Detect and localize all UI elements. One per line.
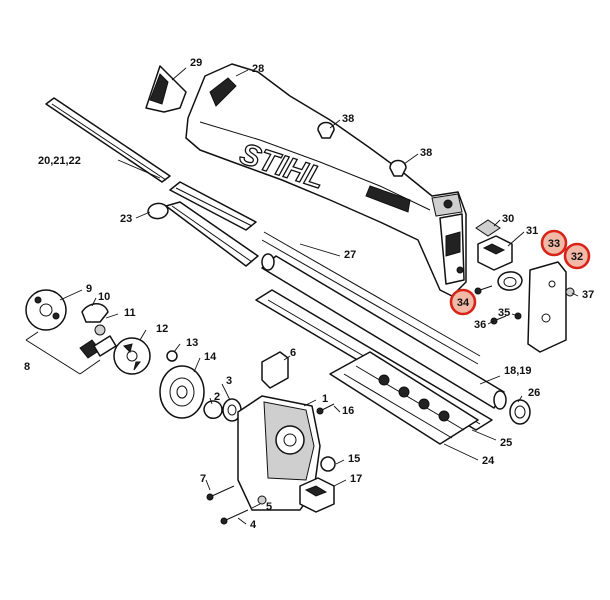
leader-lines (59, 67, 579, 525)
callout-11: 11 (124, 307, 136, 319)
callout-12: 12 (156, 323, 168, 335)
callout-37: 37 (582, 289, 594, 301)
callout-35: 35 (498, 307, 510, 319)
part-26-end-cap (509, 399, 531, 425)
callout-7: 7 (200, 473, 206, 485)
part-9-clutch-plate (25, 289, 67, 331)
callout-1: 1 (322, 393, 328, 405)
callout-30: 30 (502, 213, 514, 225)
part-11-clutch-spring (79, 335, 117, 359)
part-27-rod (261, 231, 481, 365)
part-7-screw (206, 485, 235, 501)
callout-24: 24 (482, 455, 495, 467)
part-32-cover-plate (527, 261, 567, 353)
part-12-clutch-drum-plate (113, 337, 151, 375)
callout-6: 6 (290, 347, 296, 359)
part-33-clamp-ring (497, 271, 523, 291)
callout-23: 23 (120, 213, 132, 225)
part-1-gear-housing (237, 395, 321, 511)
callout-4: 4 (250, 519, 257, 531)
callout-34: 34 (457, 297, 470, 309)
part-28-main-housing: STIHL (185, 63, 467, 297)
part-tube-upper (165, 201, 259, 267)
part-10-clutch-shoe (81, 303, 109, 336)
part-38-clip-lower (389, 159, 407, 177)
part-2-circlip (203, 400, 223, 419)
part-14-clutch-drum (159, 365, 205, 419)
part-16-screw (316, 403, 335, 415)
callout-32: 32 (571, 251, 583, 263)
highlight-callout-33: 33 (540, 229, 568, 257)
part-20-drive-shaft (45, 97, 257, 231)
part-17-block (299, 477, 335, 513)
callout-29: 29 (190, 57, 202, 69)
highlight-callout-34: 34 (449, 288, 477, 316)
callout-15: 15 (348, 453, 360, 465)
part-31-clamp-block (477, 235, 513, 271)
callout-3: 3 (226, 375, 232, 387)
callout-38-upper: 38 (342, 113, 354, 125)
callout-14: 14 (204, 351, 217, 363)
callout-10: 10 (98, 291, 110, 303)
part-5-washer (257, 495, 267, 505)
callout-28: 28 (252, 63, 264, 75)
highlight-callout-32: 32 (563, 242, 591, 270)
callout-18-19: 18,19 (504, 365, 532, 377)
callout-26: 26 (528, 387, 540, 399)
part-38-clip-upper (317, 121, 335, 139)
part-23-ring (147, 202, 169, 220)
part-18-main-tube (261, 253, 507, 410)
callout-36: 36 (474, 319, 486, 331)
callout-16: 16 (342, 405, 354, 417)
callout-9: 9 (86, 283, 92, 295)
callout-2: 2 (214, 391, 220, 403)
part-15-seal (320, 456, 336, 472)
callout-5: 5 (266, 501, 272, 513)
callout-labels: 29 28 38 38 20,21,22 23 27 30 31 37 35 3… (24, 57, 594, 531)
callout-38-lower: 38 (420, 147, 432, 159)
part-4-screw (220, 509, 249, 525)
callout-25: 25 (500, 437, 512, 449)
part-8-clutch-assembly (25, 331, 101, 375)
part-30-pad (475, 219, 501, 237)
part-13-washer (166, 350, 178, 362)
part-34-screw (474, 285, 493, 295)
part-24-decal-sheet (329, 351, 479, 445)
callout-8: 8 (24, 361, 30, 373)
callout-13: 13 (186, 337, 198, 349)
part-29-grip-cover (145, 65, 187, 113)
part-37-nut (565, 287, 575, 297)
callout-20-21-22: 20,21,22 (38, 155, 81, 167)
part-6-bracket (261, 351, 289, 389)
callout-27: 27 (344, 249, 356, 261)
callout-17: 17 (350, 473, 362, 485)
callout-31: 31 (526, 225, 538, 237)
callout-33: 33 (548, 238, 560, 250)
